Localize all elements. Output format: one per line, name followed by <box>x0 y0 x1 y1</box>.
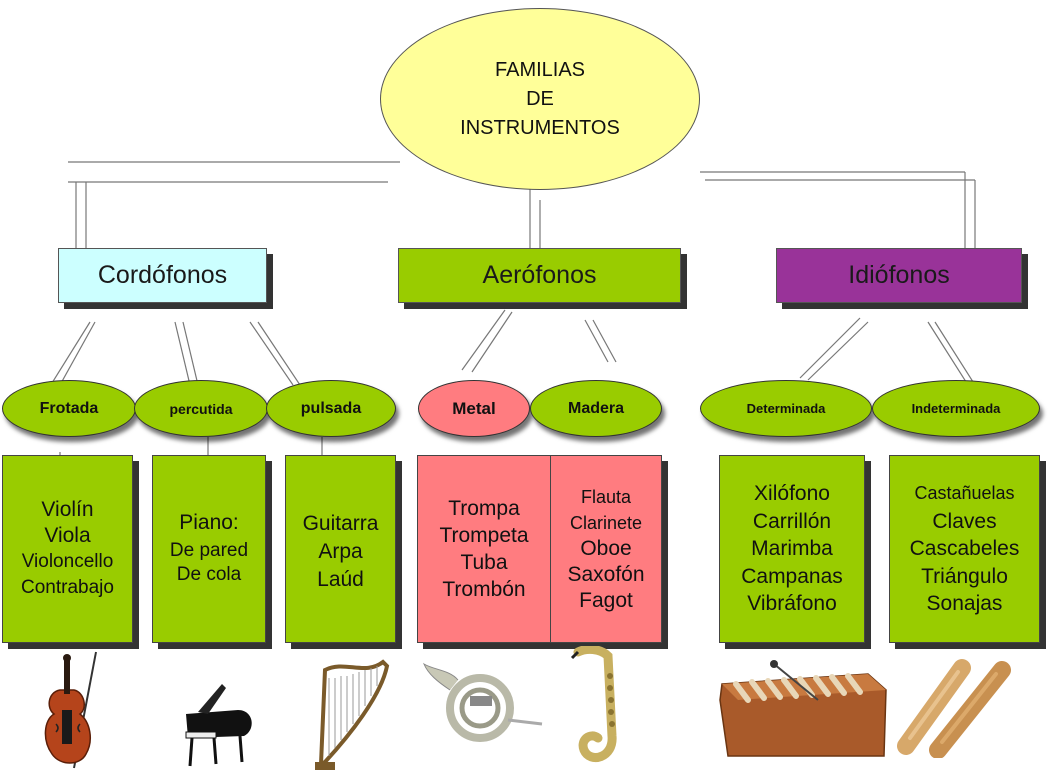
harp-icon <box>315 659 390 770</box>
violin-icon <box>44 651 97 769</box>
box-madera: Flauta Clarinete Oboe Saxofón Fagot <box>551 456 661 642</box>
instrument-item: Triángulo <box>921 564 1008 588</box>
instrument-item: Xilófono <box>754 482 830 506</box>
subtype-label: Determinada <box>746 401 826 416</box>
instrument-item: Trombón <box>442 578 526 601</box>
instrument-item: Campanas <box>741 564 843 588</box>
category-idiofonos: Idiófonos <box>776 248 1022 303</box>
box-pulsada: Guitarra Arpa Laúd <box>285 455 396 643</box>
subtype-label: Frotada <box>39 399 99 417</box>
subtype-determinada: Determinada <box>700 380 872 437</box>
category-aerofonos: Aerófonos <box>398 248 681 303</box>
box-frotada: Violín Viola Violoncello Contrabajo <box>2 455 133 643</box>
root-line-1: FAMILIAS <box>494 58 586 81</box>
box-determinada: Xilófono Carrillón Marimba Campanas Vibr… <box>719 455 865 643</box>
instrument-item: Oboe <box>580 537 632 560</box>
root-line-2: DE <box>526 87 554 110</box>
subtype-label: Madera <box>567 399 625 417</box>
instrument-item: Flauta <box>580 487 632 507</box>
instrument-item: Vibráfono <box>747 592 837 616</box>
subtype-label: pulsada <box>300 399 362 417</box>
instrument-item: Laúd <box>317 568 364 591</box>
subtype-indeterminada: Indeterminada <box>872 380 1040 437</box>
instrument-item: Clarinete <box>569 513 643 533</box>
category-label: Cordófonos <box>97 261 228 289</box>
instrument-item: Violín <box>41 498 94 521</box>
subtype-frotada: Frotada <box>2 380 136 437</box>
instrument-item: Trompeta <box>439 524 529 547</box>
instrument-item: Marimba <box>751 537 833 561</box>
box-aerofonos: Trompa Trompeta Tuba Trombón Flauta Clar… <box>417 455 662 643</box>
instrument-item: Guitarra <box>302 512 379 535</box>
saxophone-icon <box>570 646 617 762</box>
subtype-label: percutida <box>169 400 233 417</box>
instrument-item: Fagot <box>579 589 633 612</box>
instrument-item: Sonajas <box>926 592 1003 616</box>
box-percutida: Piano: De pared De cola <box>152 455 266 643</box>
subtype-metal: Metal <box>418 380 530 437</box>
instrument-item: Contrabajo <box>21 577 114 598</box>
instrument-item: Cascabeles <box>909 537 1020 561</box>
subtype-percutida: percutida <box>134 380 268 437</box>
instrument-item: De pared <box>169 540 249 561</box>
category-cordofonos: Cordófonos <box>58 248 267 303</box>
root-line-3: INSTRUMENTOS <box>460 116 620 139</box>
instrument-item: De cola <box>176 564 242 585</box>
instrument-item: Arpa <box>318 540 363 563</box>
category-label: Idiófonos <box>848 261 950 289</box>
instrument-item: Castañuelas <box>914 483 1015 504</box>
subtype-label: Metal <box>452 398 496 418</box>
instrument-item: Viola <box>44 524 91 547</box>
subtype-label: Indeterminada <box>911 401 1001 416</box>
category-label: Aerófonos <box>482 261 597 289</box>
french-horn-icon <box>422 662 543 742</box>
box-metal: Trompa Trompeta Tuba Trombón <box>418 456 551 642</box>
subtype-madera: Madera <box>530 380 662 437</box>
instrument-item: Carrillón <box>752 509 832 533</box>
instrument-item: Trompa <box>448 497 520 520</box>
instrument-item: Saxofón <box>567 563 645 586</box>
xylophone-icon <box>719 660 887 757</box>
instrument-item: Tuba <box>460 551 508 574</box>
box-indeterminada: Castañuelas Claves Cascabeles Triángulo … <box>889 455 1040 643</box>
instrument-item: Violoncello <box>21 551 114 572</box>
claves-icon <box>897 659 1011 758</box>
instrument-item: Piano: <box>179 511 239 534</box>
subtype-pulsada: pulsada <box>266 380 396 437</box>
instrument-item: Claves <box>932 509 997 533</box>
root-node: FAMILIAS DE INSTRUMENTOS <box>380 8 700 190</box>
grand-piano-icon <box>185 684 252 767</box>
